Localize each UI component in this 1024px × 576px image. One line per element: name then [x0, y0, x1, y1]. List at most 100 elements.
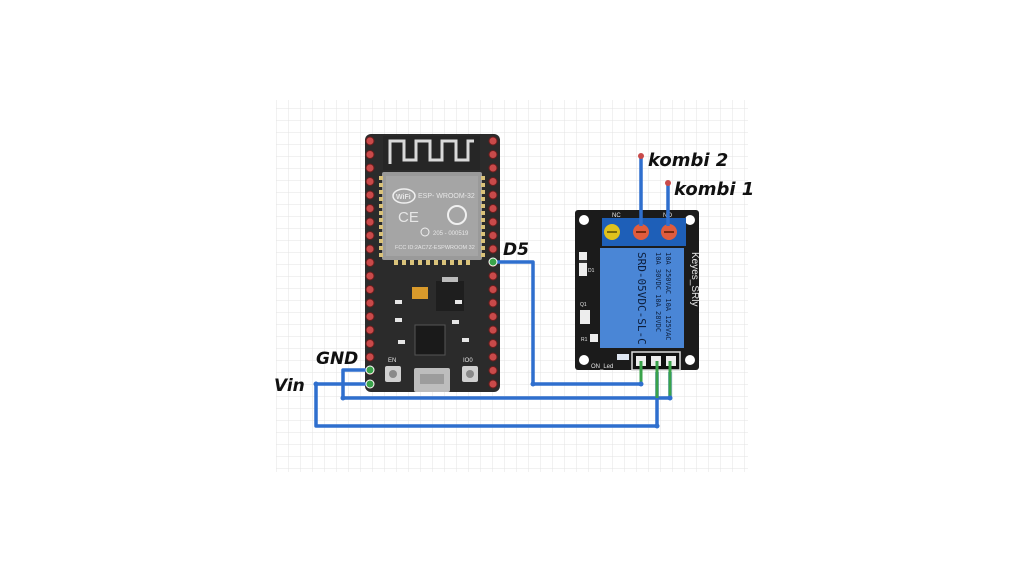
- label-kombi-1: kombi 1: [674, 179, 754, 200]
- header-pin: [488, 231, 498, 240]
- module-pad: [481, 246, 485, 250]
- svg-text:D1: D1: [588, 268, 595, 274]
- mounting-hole: [685, 215, 695, 225]
- pin-d5: [488, 257, 498, 267]
- module-pad: [481, 204, 485, 208]
- nc-label: NC: [612, 213, 621, 219]
- label-gnd: GND: [316, 349, 358, 369]
- pin-gnd: [365, 365, 375, 375]
- header-pin: [488, 177, 498, 186]
- header-pin: [488, 271, 498, 281]
- module-pad: [481, 218, 485, 222]
- module-pad: [410, 260, 414, 265]
- module-pad: [379, 211, 383, 215]
- svg-text:R1: R1: [581, 337, 588, 343]
- header-pin: [488, 244, 498, 254]
- module-pad: [481, 225, 485, 229]
- smd-components: [395, 300, 469, 344]
- micro-usb-port[interactable]: [414, 368, 450, 392]
- header-pin: [365, 285, 375, 294]
- pin-vin: [365, 379, 375, 389]
- relay-brand: Keyes_SRly: [689, 252, 700, 306]
- smd-resistor: [395, 318, 402, 322]
- transistor-q1: Q1: [580, 302, 590, 324]
- header-pin: [488, 339, 498, 348]
- smd-resistor: [462, 338, 469, 342]
- wire-endpoints: [313, 153, 673, 429]
- connected-pins: [365, 257, 498, 389]
- resistor-r1: R1: [581, 334, 598, 343]
- en-label: EN: [388, 358, 396, 364]
- module-pad: [426, 260, 430, 265]
- header-pin: [488, 352, 498, 362]
- module-pad: [442, 260, 446, 265]
- module-pad: [379, 218, 383, 222]
- header-pin: [365, 150, 375, 159]
- mounting-hole: [685, 355, 695, 365]
- module-pad: [481, 253, 485, 257]
- status-led: [617, 354, 629, 360]
- header-pin: [365, 312, 375, 321]
- header-pin: [488, 325, 498, 335]
- module-pad: [466, 260, 470, 265]
- terminal-screw-left[interactable]: [604, 224, 620, 240]
- header-pin: [488, 379, 498, 389]
- module-pad: [402, 260, 406, 265]
- svg-text:Q1: Q1: [580, 302, 587, 308]
- label-vin: Vin: [274, 376, 305, 396]
- header-pin: [365, 163, 375, 173]
- header-pin: [365, 136, 375, 146]
- header-pin: [488, 136, 498, 146]
- module-pad: [379, 190, 383, 194]
- smd-resistor: [452, 320, 459, 324]
- diode-d1: D1: [579, 252, 595, 276]
- fcc-id-text: FCC ID:2AC7Z-ESPWROOM 32: [395, 245, 475, 251]
- header-pin: [365, 271, 375, 281]
- header-pin: [488, 163, 498, 173]
- module-pad: [481, 239, 485, 243]
- header-pin: [488, 298, 498, 308]
- module-pad: [481, 176, 485, 180]
- relay-part-number: SRD-05VDC-SL-C: [635, 252, 648, 345]
- regulator-chip: [436, 281, 464, 311]
- espressif-logo-icon: [447, 205, 467, 225]
- io0-button[interactable]: [462, 366, 478, 382]
- esp32-board: WiFi ESP- WROOM-32 CE 205 - 000519 FCC I…: [365, 134, 500, 392]
- module-pad: [418, 260, 422, 265]
- header-pin: [365, 177, 375, 186]
- module-pad: [379, 253, 383, 257]
- module-pad: [481, 232, 485, 236]
- smd-resistor: [455, 300, 462, 304]
- ce-mark: CE: [398, 209, 419, 226]
- label-kombi-2: kombi 2: [648, 150, 728, 171]
- module-pads: [379, 176, 485, 265]
- wire-d5-to-relay-signal: [493, 260, 641, 386]
- wire-vin-to-relay-vcc: [314, 372, 659, 428]
- terminal-screw-no[interactable]: [661, 224, 677, 240]
- en-button[interactable]: [385, 366, 401, 382]
- header-pin: [365, 204, 375, 213]
- module-pad: [379, 176, 383, 180]
- mounting-hole: [579, 215, 589, 225]
- smd-resistor: [398, 340, 405, 344]
- module-pad: [481, 197, 485, 201]
- capacitor-component: [412, 287, 428, 299]
- wifi-logo-icon: WiFi: [392, 188, 416, 204]
- header-pin: [488, 312, 498, 321]
- module-pad: [394, 260, 398, 265]
- module-pad: [379, 246, 383, 250]
- relay-pin-leads: [639, 361, 672, 398]
- module-pad: [379, 232, 383, 236]
- usb-uart-chip: [414, 324, 446, 356]
- svg-text:WiFi: WiFi: [396, 194, 411, 201]
- model-code-text: 205 - 000519: [433, 231, 469, 237]
- header-pin: [365, 231, 375, 240]
- io0-label: IO0: [463, 358, 473, 364]
- terminal-screw-nc[interactable]: [633, 224, 649, 240]
- module-pad: [379, 183, 383, 187]
- module-pad: [379, 204, 383, 208]
- header-pin: [365, 244, 375, 254]
- module-pad: [379, 225, 383, 229]
- header-pin: [365, 298, 375, 308]
- module-pad: [450, 260, 454, 265]
